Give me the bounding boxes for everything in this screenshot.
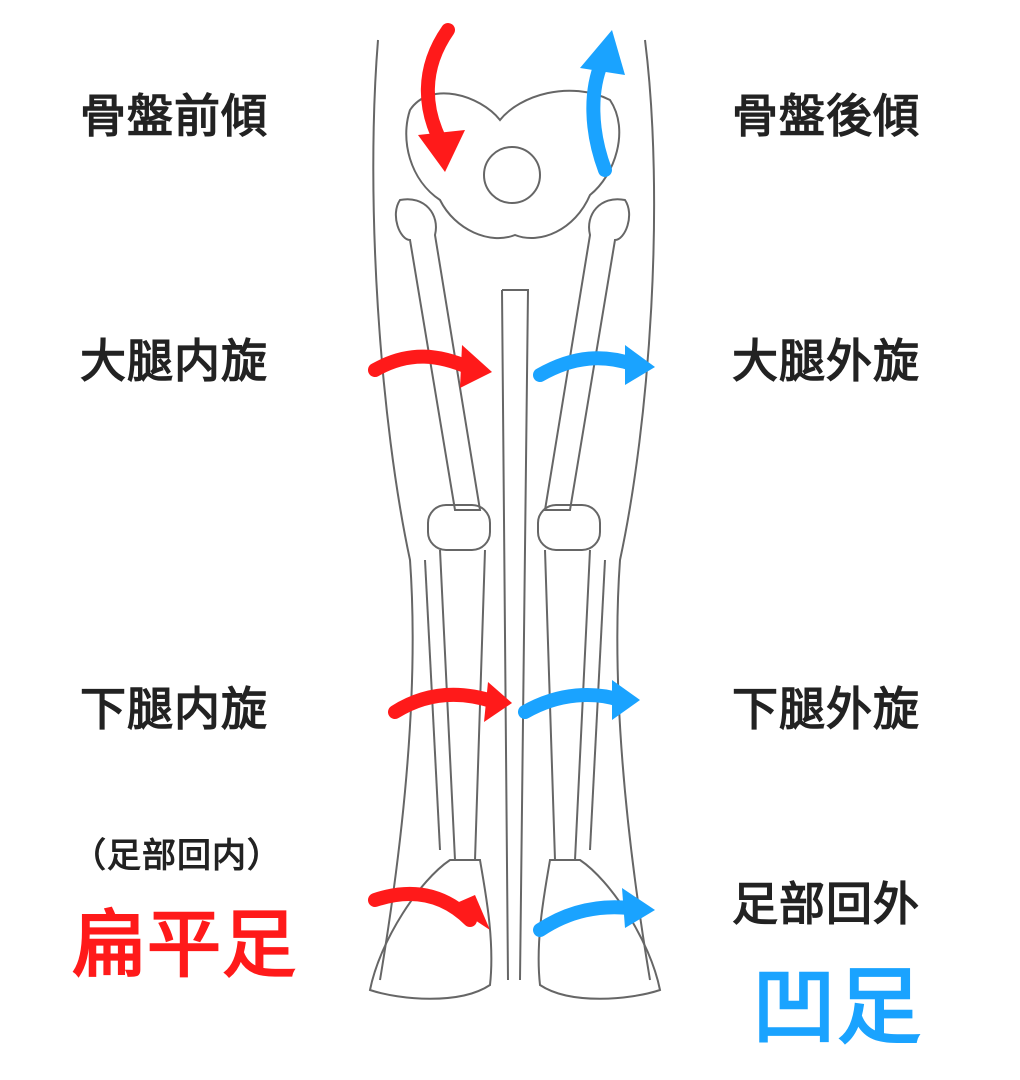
label-high-arch-foot: 凹足 [752, 958, 923, 1056]
thigh-external-arrow [533, 351, 639, 382]
left-tibia [439, 549, 486, 861]
left-foot [368, 859, 493, 1000]
label-pelvis-posterior-tilt: 骨盤後傾 [732, 89, 920, 143]
external-arrows [518, 55, 639, 937]
left-fibula [424, 559, 441, 851]
pelvis-posterior-tilt-arrow [586, 55, 612, 177]
shin-internal-arrow [388, 687, 502, 719]
label-flat-foot: 扁平足 [72, 902, 297, 988]
body-outline-right [616, 39, 656, 981]
body-outline-left [372, 39, 414, 981]
label-thigh-external-rotation: 大腿外旋 [732, 334, 920, 388]
label-pelvis-anterior-tilt: 骨盤前傾 [80, 89, 268, 143]
pelvis [405, 89, 621, 240]
shin-external-arrow [518, 688, 627, 719]
pelvis-anterior-tilt-arrow [420, 23, 455, 147]
right-fibula [589, 559, 606, 851]
left-femur [394, 198, 482, 511]
inner-leg-gap [501, 289, 530, 981]
left-knee [427, 504, 491, 551]
label-foot-pronation: （足部回内） [72, 836, 282, 876]
label-shin-external-rotation: 下腿外旋 [732, 682, 920, 736]
label-foot-supination: 足部回外 [732, 877, 920, 931]
thigh-internal-arrow [368, 349, 477, 377]
foot-supination-arrow [533, 900, 637, 937]
internal-arrows [368, 23, 502, 927]
right-knee [537, 504, 601, 551]
label-thigh-internal-rotation: 大腿内旋 [80, 334, 268, 388]
label-shin-internal-rotation: 下腿内旋 [80, 682, 268, 736]
foot-pronation-arrow [368, 886, 477, 927]
